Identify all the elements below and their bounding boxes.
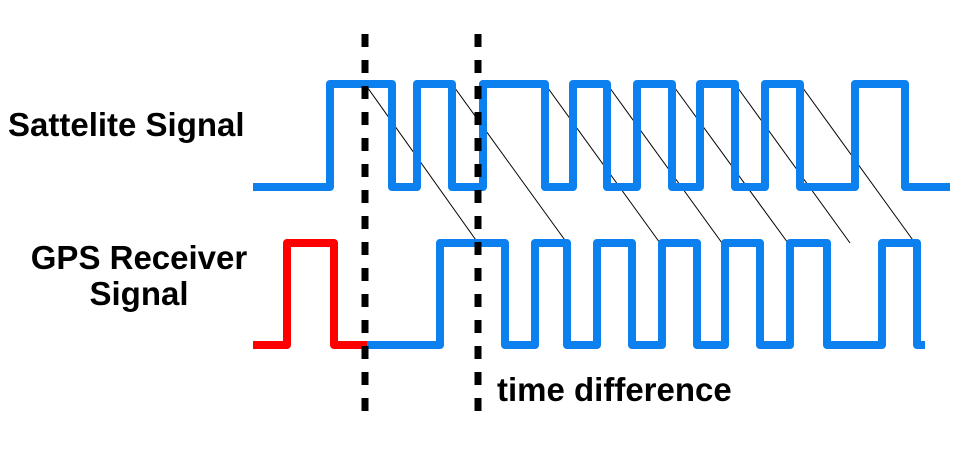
epoch-marker-lines [361, 34, 482, 419]
receiver-replica-waveform-red [253, 239, 367, 349]
time-difference-label: time difference [497, 371, 732, 408]
gps-receiver-signal-label-line1: GPS Receiver [30, 239, 248, 276]
tie-line-1 [364, 83, 479, 244]
tie-line-2 [451, 83, 568, 244]
satellite-signal-label: Sattelite Signal [8, 106, 245, 143]
tie-line-4 [606, 83, 723, 244]
tie-line-5 [671, 83, 789, 244]
tie-line-6 [734, 83, 851, 244]
correlation-tie-lines [364, 83, 916, 244]
satellite-signal-waveform [253, 80, 950, 191]
receiver-signal-waveform [367, 239, 925, 349]
tie-line-3 [544, 83, 661, 244]
gps-receiver-signal-label-line2: Signal [89, 274, 189, 312]
